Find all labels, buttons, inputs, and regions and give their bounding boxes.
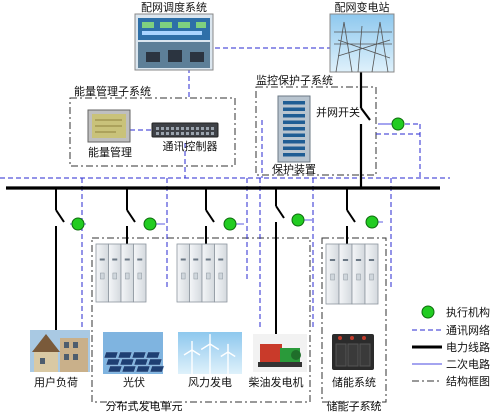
user-load-image bbox=[30, 330, 90, 372]
substation-image bbox=[329, 13, 395, 73]
label-substation: 配网变电站 bbox=[335, 0, 390, 14]
energy-mgmt-frame bbox=[69, 97, 236, 167]
cabinet-storage bbox=[325, 243, 379, 305]
label-energy-mgmt-sub: 能量管理子系统 bbox=[74, 84, 151, 98]
pv-image bbox=[103, 332, 165, 374]
legend-power-label: 电力线路 bbox=[446, 340, 490, 354]
battery-storage-image bbox=[332, 334, 374, 370]
label-user-load: 用户负荷 bbox=[34, 375, 78, 389]
wind-turbine-image bbox=[178, 332, 242, 374]
legend-comm-label: 通讯网络 bbox=[446, 323, 490, 337]
dispatch-center-image bbox=[134, 13, 214, 71]
legend-actuator-icon bbox=[421, 305, 435, 319]
actuator-diesel bbox=[291, 213, 305, 227]
actuator-pv bbox=[143, 217, 157, 231]
cabinet-wind bbox=[176, 243, 228, 303]
legend: 执行机构 通讯网络 电力线路 二次电路 结构框图 bbox=[412, 305, 490, 388]
label-monitor-protect-sub: 监控保护子系统 bbox=[256, 73, 333, 87]
actuator-wind bbox=[223, 217, 237, 231]
cabinet-user-pv bbox=[95, 243, 147, 303]
label-storage-sub: 储能子系统 bbox=[327, 399, 382, 413]
label-dispatch: 配网调度系统 bbox=[141, 0, 207, 14]
label-pv: 光伏 bbox=[123, 375, 145, 389]
actuator-user-load bbox=[71, 217, 85, 231]
label-storage-system: 储能系统 bbox=[332, 375, 376, 389]
protection-device-cabinet bbox=[277, 95, 311, 163]
diesel-generator-image bbox=[253, 334, 307, 372]
legend-frame-label: 结构框图 bbox=[446, 374, 490, 388]
monitor-protect-frame bbox=[255, 86, 377, 176]
comm-controller-device bbox=[151, 122, 219, 138]
distributed-unit-frame bbox=[91, 237, 311, 403]
comm-network bbox=[0, 47, 450, 330]
label-grid-switch: 并网开关 bbox=[316, 105, 360, 119]
label-diesel: 柴油发电机 bbox=[249, 375, 304, 389]
actuator-grid-switch bbox=[391, 117, 405, 131]
label-energy-mgmt: 能量管理 bbox=[88, 145, 132, 159]
label-comm-controller: 通讯控制器 bbox=[163, 139, 218, 153]
legend-actuator-label: 执行机构 bbox=[446, 305, 490, 319]
legend-secondary-label: 二次电路 bbox=[446, 357, 490, 371]
label-distributed-unit: 分布式发电单元 bbox=[106, 399, 183, 413]
actuator-storage bbox=[365, 215, 379, 229]
energy-mgmt-device bbox=[87, 109, 131, 143]
label-wind: 风力发电 bbox=[188, 375, 232, 389]
storage-sub-frame bbox=[321, 237, 387, 403]
label-protection-device: 保护装置 bbox=[272, 162, 316, 176]
